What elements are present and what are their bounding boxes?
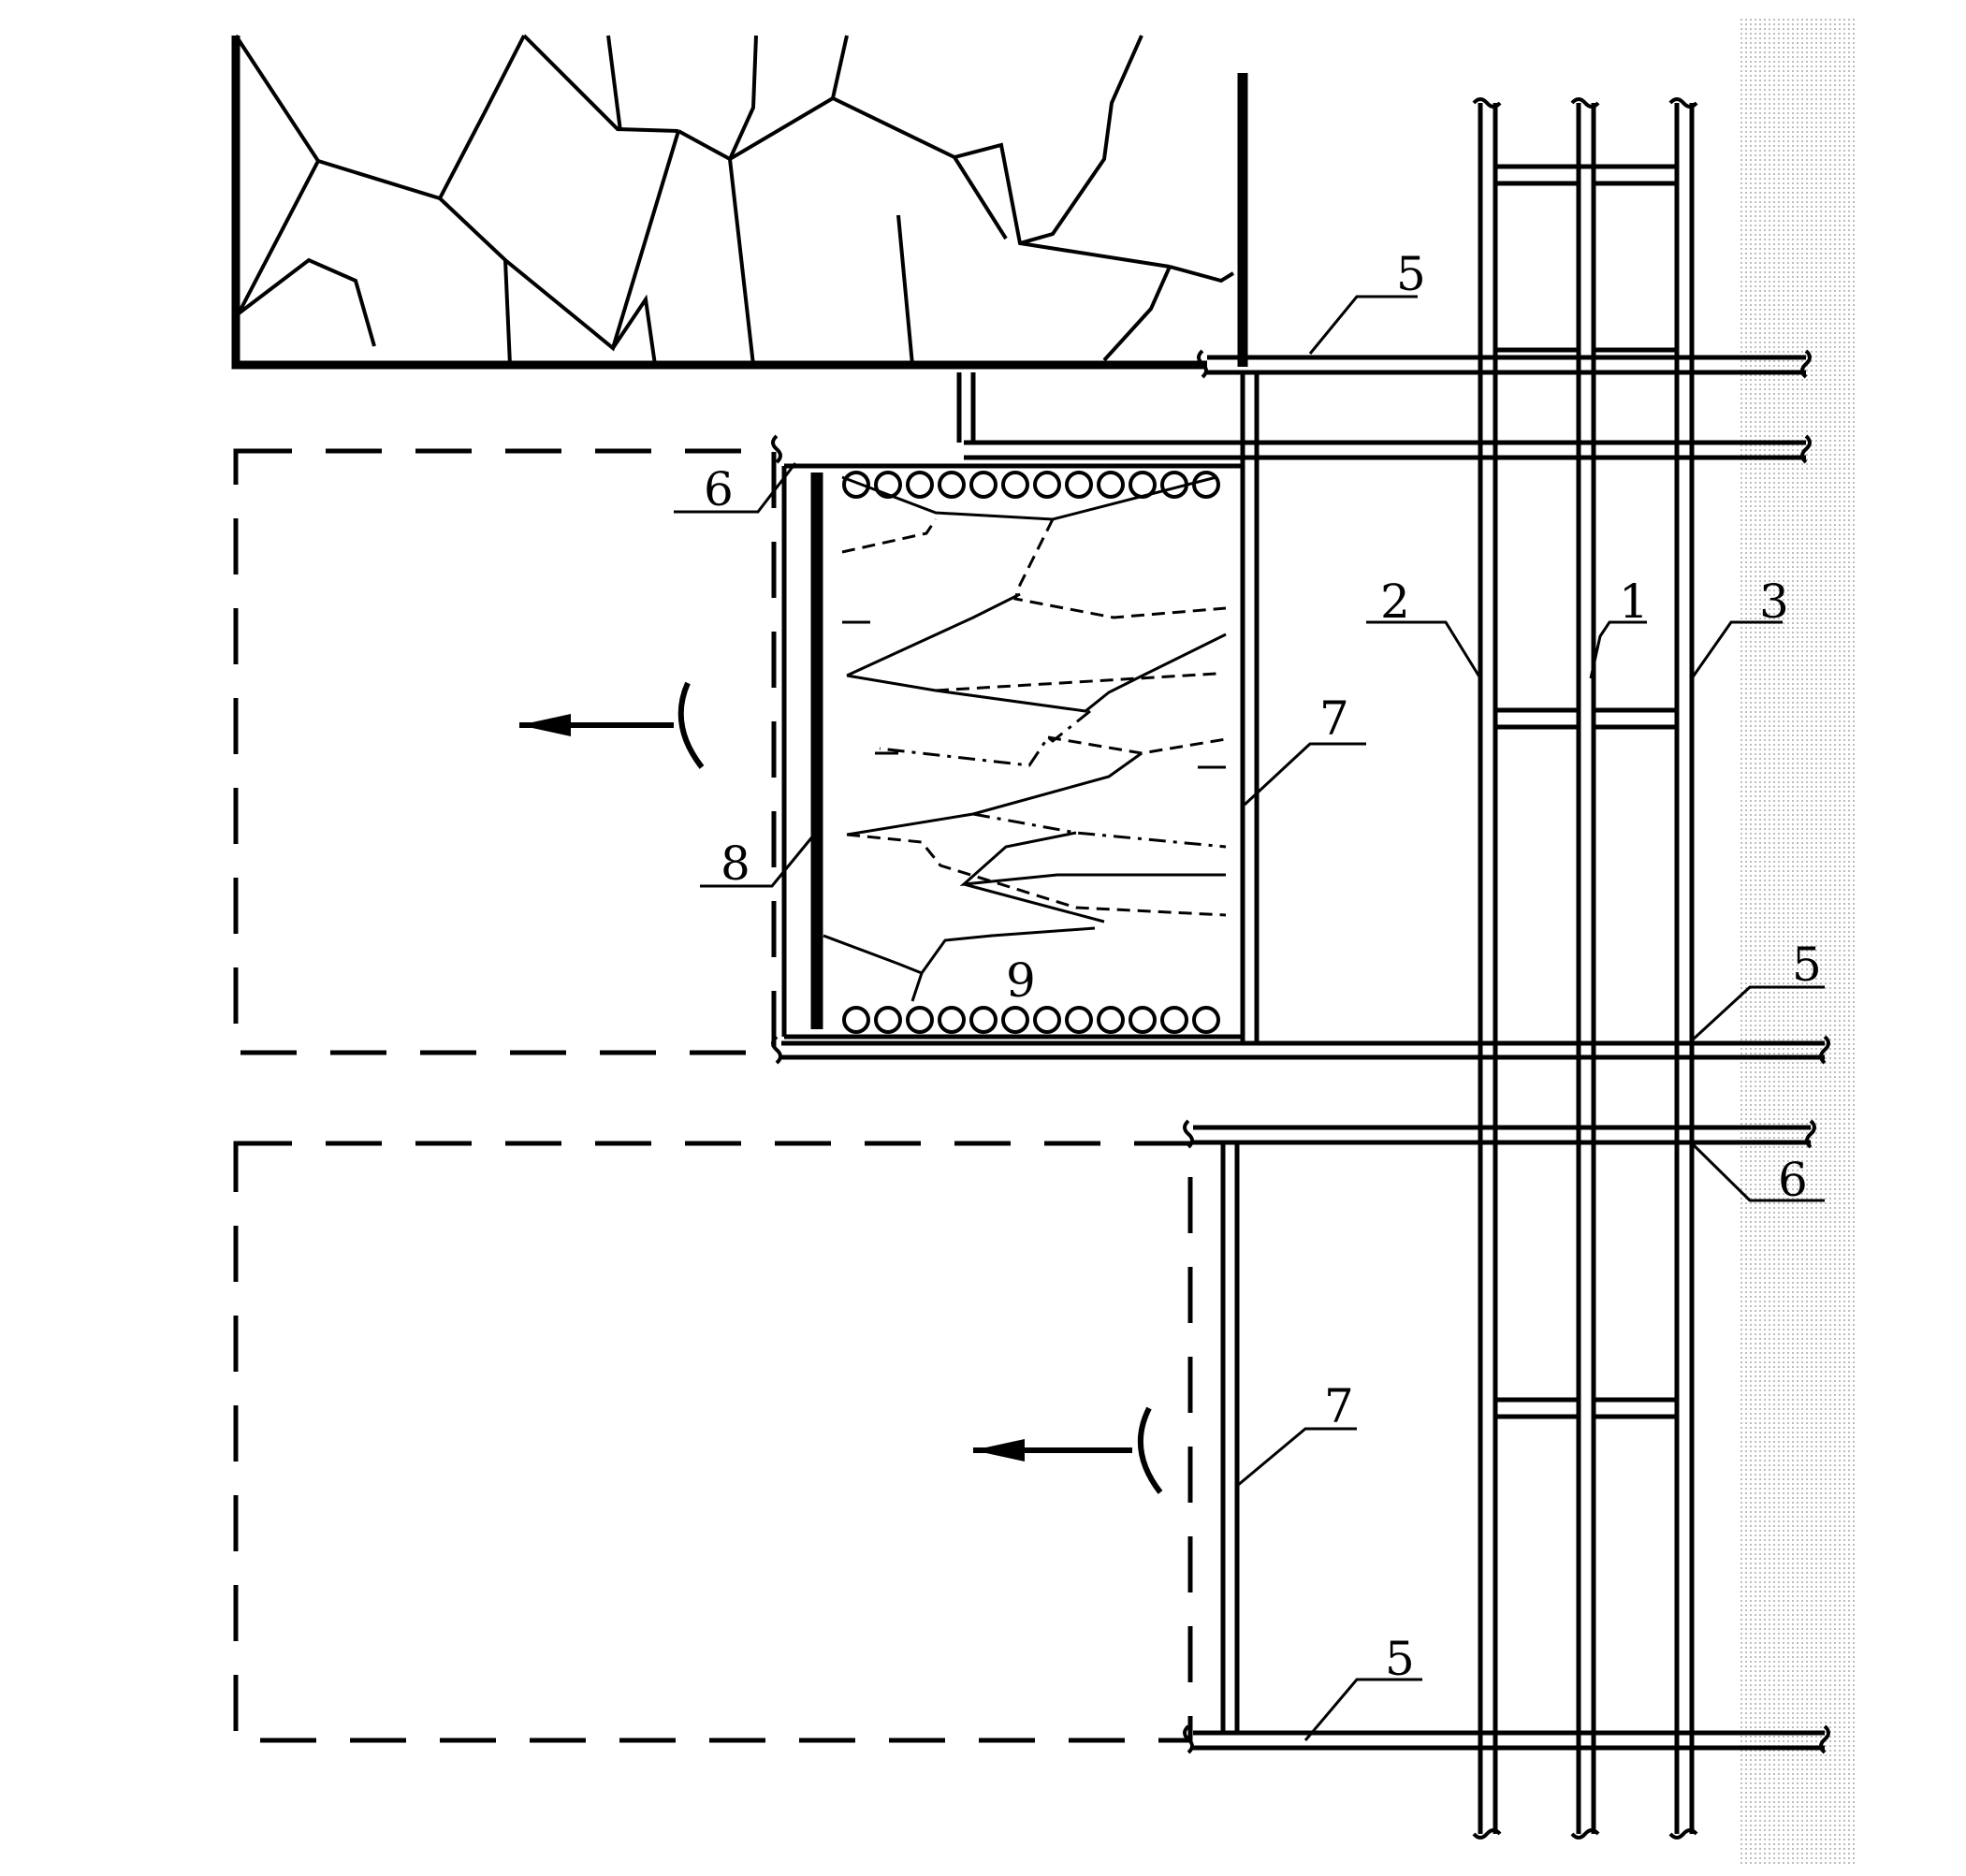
cable-bolt-icon	[1065, 471, 1093, 499]
label-gate-road-lower: 7	[1324, 1379, 1354, 1433]
cable-bolt-icon	[1001, 1006, 1029, 1034]
working-face-1	[233, 448, 1243, 1055]
leaders	[674, 295, 1825, 1741]
label-gate-road-upper: 7	[1319, 691, 1349, 746]
arc-icon	[677, 681, 705, 769]
roof-fractures	[823, 475, 1227, 1002]
working-face-2	[233, 1141, 1193, 1743]
cable-bolt-icon	[1033, 471, 1061, 499]
cable-bolt-icon	[842, 1006, 870, 1034]
label-caved-zone-9: 9	[1006, 953, 1036, 1008]
cable-bolt-icon	[874, 471, 902, 499]
roadway-network	[781, 103, 1825, 1834]
labels: 5 6 2 1 3 7 8 9 5 6 7 5	[704, 247, 1822, 1686]
cable-bolt-icon	[1160, 1006, 1188, 1034]
cable-bolt-icon	[1192, 471, 1220, 499]
label-crosscut-top: 5	[1396, 247, 1426, 301]
cable-bolt-icon	[1192, 1006, 1220, 1034]
coal-body-zone	[1739, 17, 1856, 1865]
label-pillar-1: 1	[1619, 574, 1649, 629]
label-open-off-cut-left: 6	[704, 462, 734, 516]
cable-bolt-icon	[842, 471, 870, 499]
label-open-off-cut-right: 6	[1778, 1153, 1808, 1207]
label-roadway-2: 2	[1380, 574, 1410, 629]
cable-bolt-icon	[938, 1006, 966, 1034]
cable-bolt-icon	[906, 1006, 934, 1034]
cable-bolt-icon	[969, 1006, 998, 1034]
label-support-8: 8	[721, 836, 750, 891]
advance-arrow-1	[519, 681, 705, 769]
cable-bolt-icon	[938, 471, 966, 499]
goaf-area	[231, 34, 1248, 370]
label-crosscut-bottom: 5	[1385, 1632, 1415, 1686]
label-roadway-3: 3	[1759, 574, 1789, 629]
cable-bolt-icon	[874, 1006, 902, 1034]
cable-bolts-top	[842, 471, 1220, 499]
cable-bolt-icon	[906, 471, 934, 499]
break-marks	[771, 97, 1830, 1840]
cable-bolts-bottom	[842, 1006, 1220, 1034]
cable-bolt-icon	[1001, 471, 1029, 499]
cable-bolt-icon	[1065, 1006, 1093, 1034]
cable-bolt-icon	[1129, 1006, 1157, 1034]
cable-bolt-icon	[969, 471, 998, 499]
cable-bolt-icon	[1033, 1006, 1061, 1034]
cable-bolt-icon	[1097, 471, 1125, 499]
arc-icon	[1137, 1406, 1163, 1494]
advance-arrow-2	[973, 1406, 1163, 1494]
cable-bolt-icon	[1097, 1006, 1125, 1034]
label-crosscut-right: 5	[1792, 938, 1822, 992]
